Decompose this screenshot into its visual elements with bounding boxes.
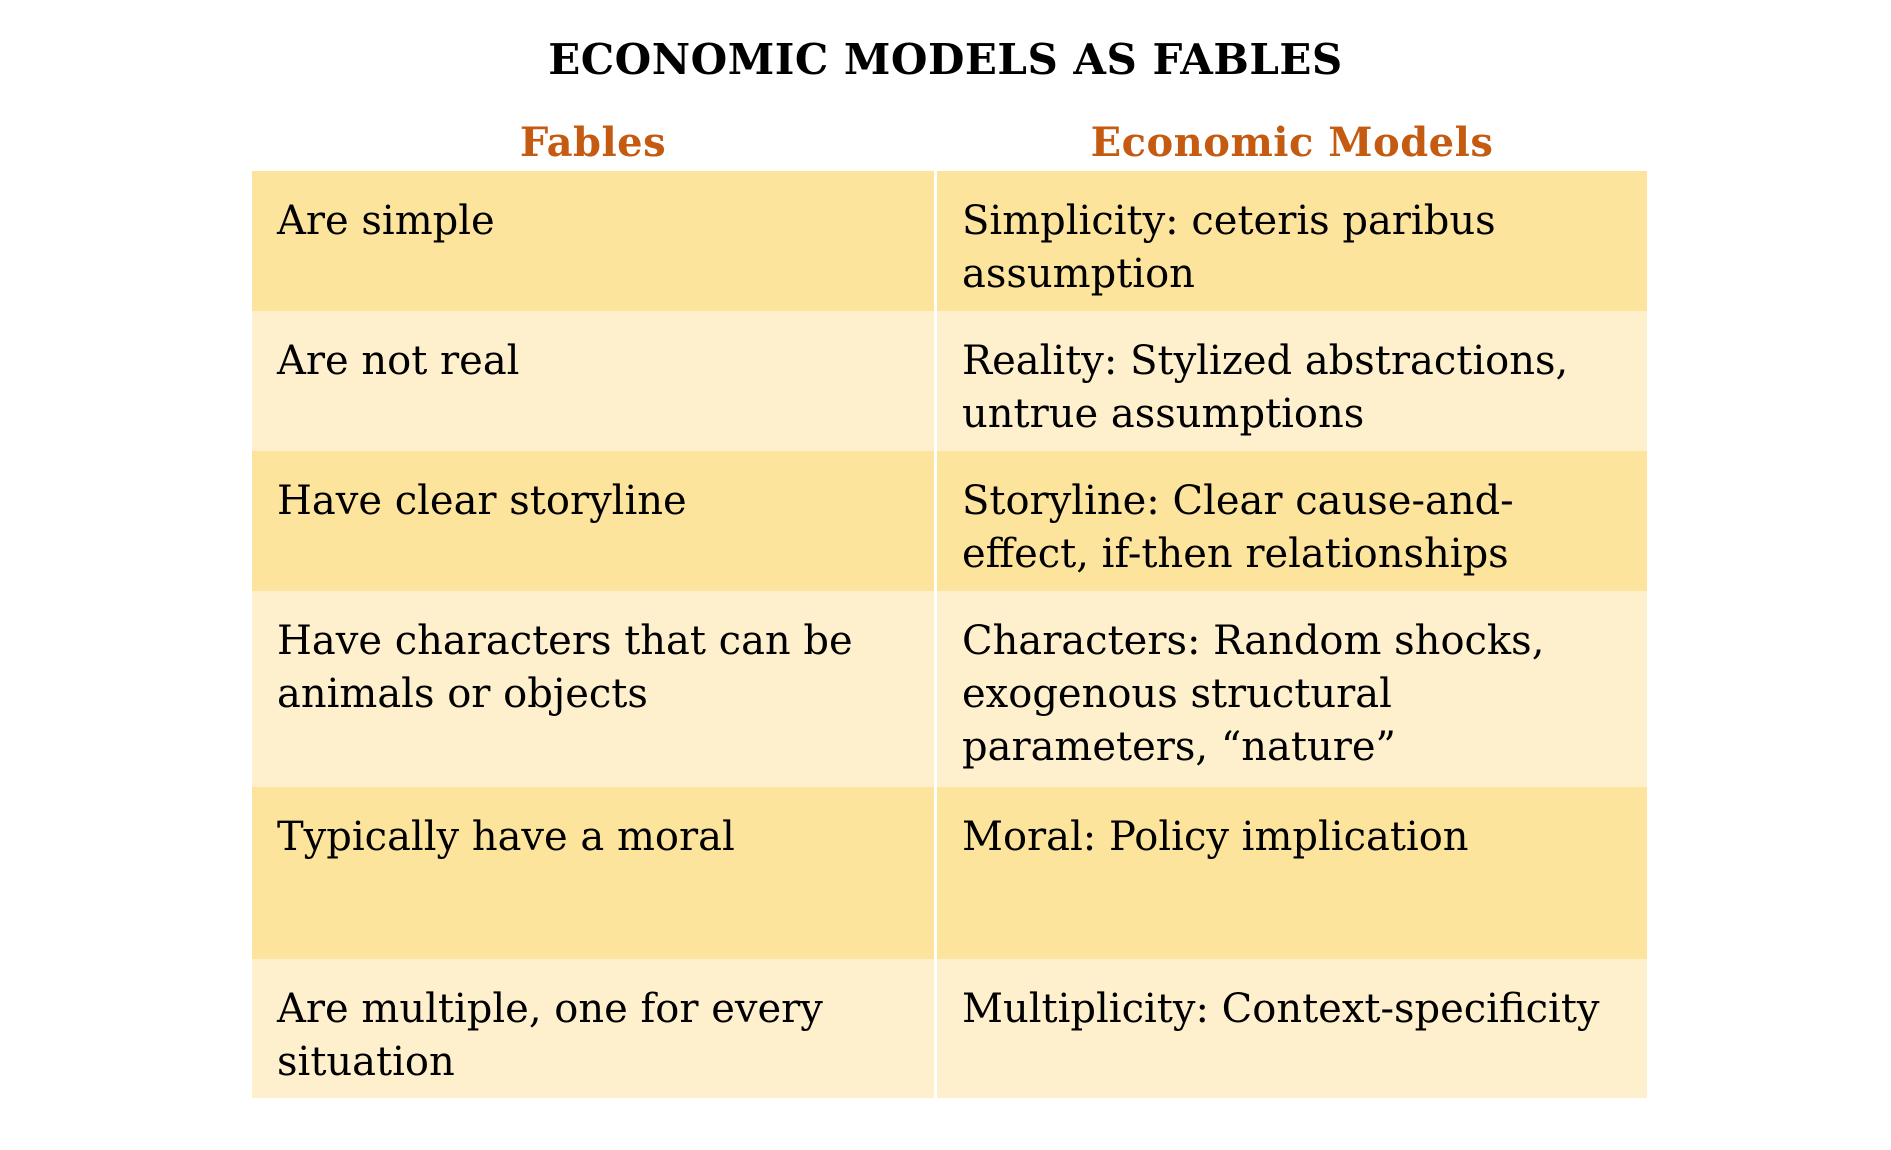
table-row: Are multiple, one for every situation Mu… xyxy=(252,959,1647,1098)
table-row: Have characters that can be animals or o… xyxy=(252,591,1647,787)
model-cell: Storyline: Clear cause-and-effect, if-th… xyxy=(934,451,1647,591)
table-row: Are not real Reality: Stylized abstracti… xyxy=(252,311,1647,451)
table-row: Are simple Simplicity: ceteris paribus a… xyxy=(252,171,1647,311)
model-cell: Multiplicity: Context-specificity xyxy=(934,959,1647,1098)
column-header-economic-models: Economic Models xyxy=(1090,119,1494,166)
fable-cell: Are simple xyxy=(277,198,495,244)
table-row: Typically have a moral Moral: Policy imp… xyxy=(252,787,1647,959)
fable-cell: Typically have a moral xyxy=(277,814,735,860)
page-title: ECONOMIC MODELS AS FABLES xyxy=(548,35,1343,84)
table-row: Have clear storyline Storyline: Clear ca… xyxy=(252,451,1647,591)
fable-cell: Are multiple, one for every situation xyxy=(277,986,823,1085)
fable-cell: Have clear storyline xyxy=(277,478,687,524)
fable-cell: Are not real xyxy=(277,338,520,384)
fable-cell: Have characters that can be animals or o… xyxy=(277,618,853,717)
comparison-table: Are simple Simplicity: ceteris paribus a… xyxy=(252,171,1647,1098)
model-cell: Reality: Stylized abstractions, untrue a… xyxy=(934,311,1647,451)
column-header-fables: Fables xyxy=(519,119,667,166)
model-cell: Moral: Policy implication xyxy=(934,787,1647,959)
model-cell: Simplicity: ceteris paribus assumption xyxy=(934,171,1647,311)
model-cell: Characters: Random shocks, exogenous str… xyxy=(934,591,1647,787)
